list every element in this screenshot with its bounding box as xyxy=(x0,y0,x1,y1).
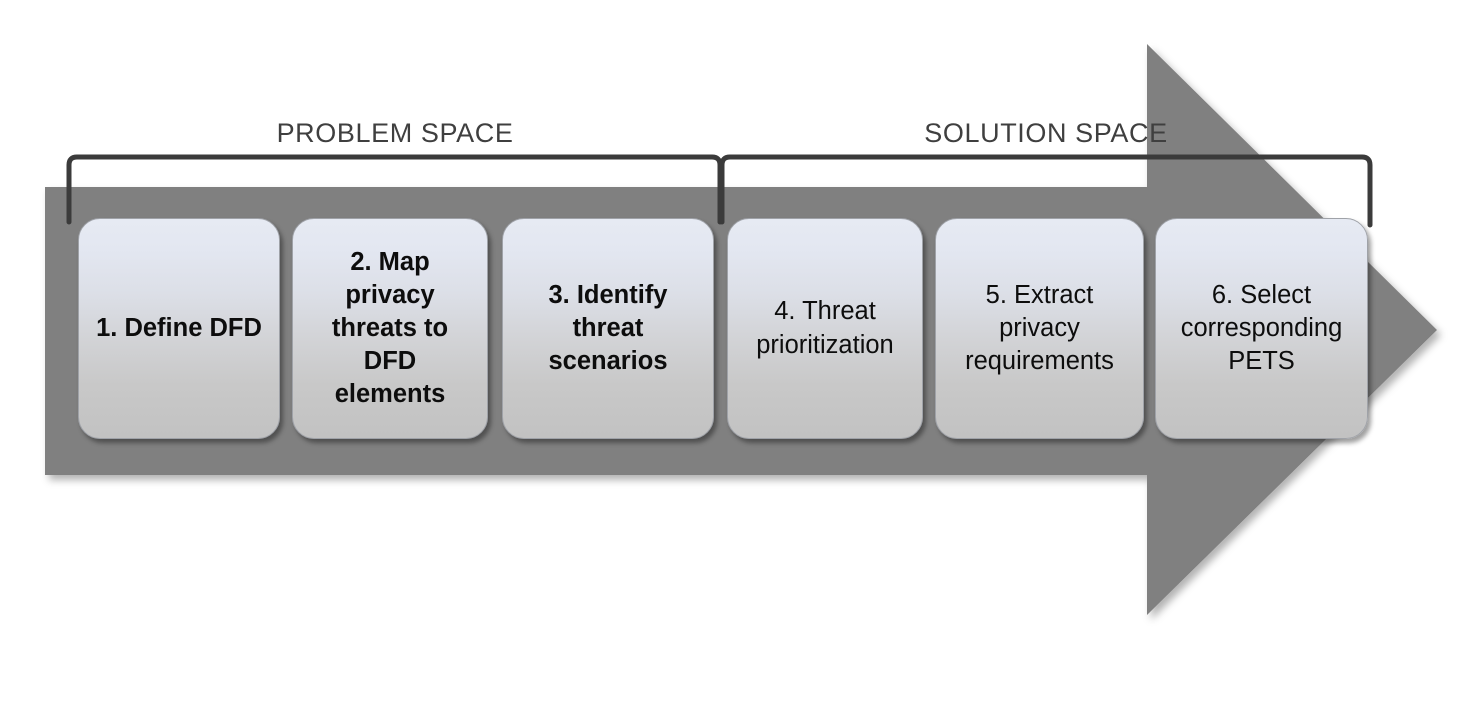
step-box-5[interactable]: 5. Extract privacy requirements xyxy=(935,218,1144,439)
step-box-6[interactable]: 6. Select corresponding PETS xyxy=(1155,218,1368,439)
step-box-6-label: 6. Select corresponding PETS xyxy=(1180,280,1343,376)
step-box-1-label: 1. Define DFD xyxy=(96,313,262,342)
step-box-3-label: 3. Identify threat scenarios xyxy=(548,280,668,376)
phase-label-problem-space: PROBLEM SPACE xyxy=(276,118,514,148)
step-box-4[interactable]: 4. Threat prioritization xyxy=(727,218,923,439)
step-box-3[interactable]: 3. Identify threat scenarios xyxy=(502,218,714,439)
step-box-5-label: 5. Extract privacy requirements xyxy=(965,280,1114,376)
phase-label-solution-space: SOLUTION SPACE xyxy=(924,118,1168,148)
step-box-2-label: 2. Map privacy threats to DFD elements xyxy=(331,247,449,409)
step-box-4-label: 4. Threat prioritization xyxy=(756,297,894,359)
step-box-1[interactable]: 1. Define DFD xyxy=(78,218,280,439)
step-box-2[interactable]: 2. Map privacy threats to DFD elements xyxy=(292,218,488,439)
